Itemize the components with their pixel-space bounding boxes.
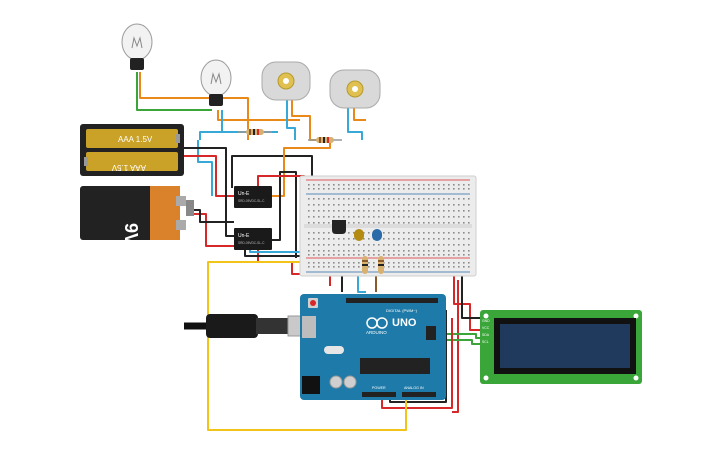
arduino-uno[interactable]: DIGITAL (PWM~) UNO ARDUINO POWER ANALOG … [300, 294, 446, 400]
dc-motor-2[interactable] [329, 69, 381, 109]
relay-sublabel: SRD-05VDC-SL-C [238, 199, 265, 203]
breadboard-holes [308, 184, 470, 268]
wire-red-9v [190, 213, 234, 247]
usb-cable[interactable] [184, 314, 315, 338]
breadboard[interactable] [299, 175, 477, 277]
analog-header-label: ANALOG IN [404, 386, 424, 390]
icsp-header [426, 326, 436, 340]
wire-black-relay2b [244, 250, 320, 257]
wire-orange-motor2 [353, 108, 366, 121]
aaa-battery-pack[interactable]: AAA 1.5V AAA 1.5V [80, 124, 184, 176]
usb-port [302, 316, 316, 338]
wire-red-lcd1 [453, 276, 480, 331]
aaa-label-bottom: AAA 1.5V [111, 163, 146, 172]
bulb-base [130, 58, 144, 70]
analog-header [402, 392, 436, 397]
usb-plug-body [206, 314, 258, 338]
resistor-top-1[interactable] [238, 129, 272, 135]
resistor-top-2[interactable] [308, 137, 342, 143]
lcd-pin-gnd: GND [482, 319, 490, 323]
power-header [362, 392, 396, 397]
wire-black-9v [190, 209, 234, 223]
atmega-chip [360, 358, 430, 374]
arduino-board [300, 294, 446, 400]
wire-green-bulb1 [136, 72, 212, 111]
arduino-logo: UNO [392, 317, 417, 329]
aaa-cell-bottom [86, 152, 178, 171]
wire-black-lcd [461, 276, 480, 319]
relay-1[interactable]: Un-E SRD-05VDC-SL-C [234, 186, 272, 208]
center-channel [304, 224, 472, 228]
wire-cyan-down [197, 140, 213, 196]
battery-cap [150, 186, 180, 240]
resistor-bb-2[interactable] [378, 256, 384, 274]
lcd-pin-scl: SCL [482, 340, 489, 344]
wire-orange-bulb2 [217, 110, 300, 121]
wire-red-lcd2 [452, 280, 459, 413]
arduino-brand: ARDUINO [366, 330, 387, 335]
wire-cyan-res [199, 131, 245, 140]
digital-header [346, 298, 438, 303]
wire-black-aaa [182, 147, 234, 237]
aaa-cell-top [86, 129, 178, 148]
lcd-pin-vcc: VCC [482, 326, 490, 330]
lcd-screen [500, 324, 630, 368]
wire-black-relay2 [272, 171, 297, 258]
relay-sublabel: SRD-05VDC-SL-C [238, 241, 265, 245]
relay-2[interactable]: Un-E SRD-05VDC-SL-C [234, 228, 272, 250]
wire-cyan-motor1 [286, 100, 296, 140]
light-bulb-2[interactable] [200, 59, 232, 106]
bulb-filament [131, 36, 143, 49]
dc-motor-1[interactable] [261, 61, 311, 101]
bulb-base [209, 94, 223, 106]
transistor[interactable] [332, 220, 346, 234]
bulb-glass [200, 59, 232, 97]
power-header-label: POWER [372, 386, 386, 390]
resistor-bb-1[interactable] [362, 256, 368, 274]
capacitor [329, 375, 343, 389]
aaa-label-top: AAA 1.5V [118, 135, 153, 144]
wire-black-relay1 [231, 155, 313, 188]
crystal [324, 346, 344, 354]
lcd-pin-sda: SDA [482, 333, 490, 337]
bulb-filament [210, 72, 222, 85]
led-yellow[interactable] [354, 229, 364, 241]
digital-header-label: DIGITAL (PWM~) [386, 308, 418, 313]
capacitor [343, 375, 357, 389]
power-jack [302, 376, 320, 394]
relay-label: Un-E [238, 191, 250, 197]
lcd-display[interactable]: GND VCC SDA SCL [480, 310, 642, 384]
9v-label: 9V [121, 223, 141, 245]
relay-body [234, 228, 272, 250]
light-bulb-1[interactable] [121, 23, 153, 70]
9v-battery[interactable]: 9V [80, 186, 194, 245]
bulb-glass [121, 23, 153, 61]
relay-label: Un-E [238, 233, 250, 239]
led-blue[interactable] [372, 229, 382, 241]
wire-cyan-motor2 [347, 108, 363, 140]
relay-body [234, 186, 272, 208]
